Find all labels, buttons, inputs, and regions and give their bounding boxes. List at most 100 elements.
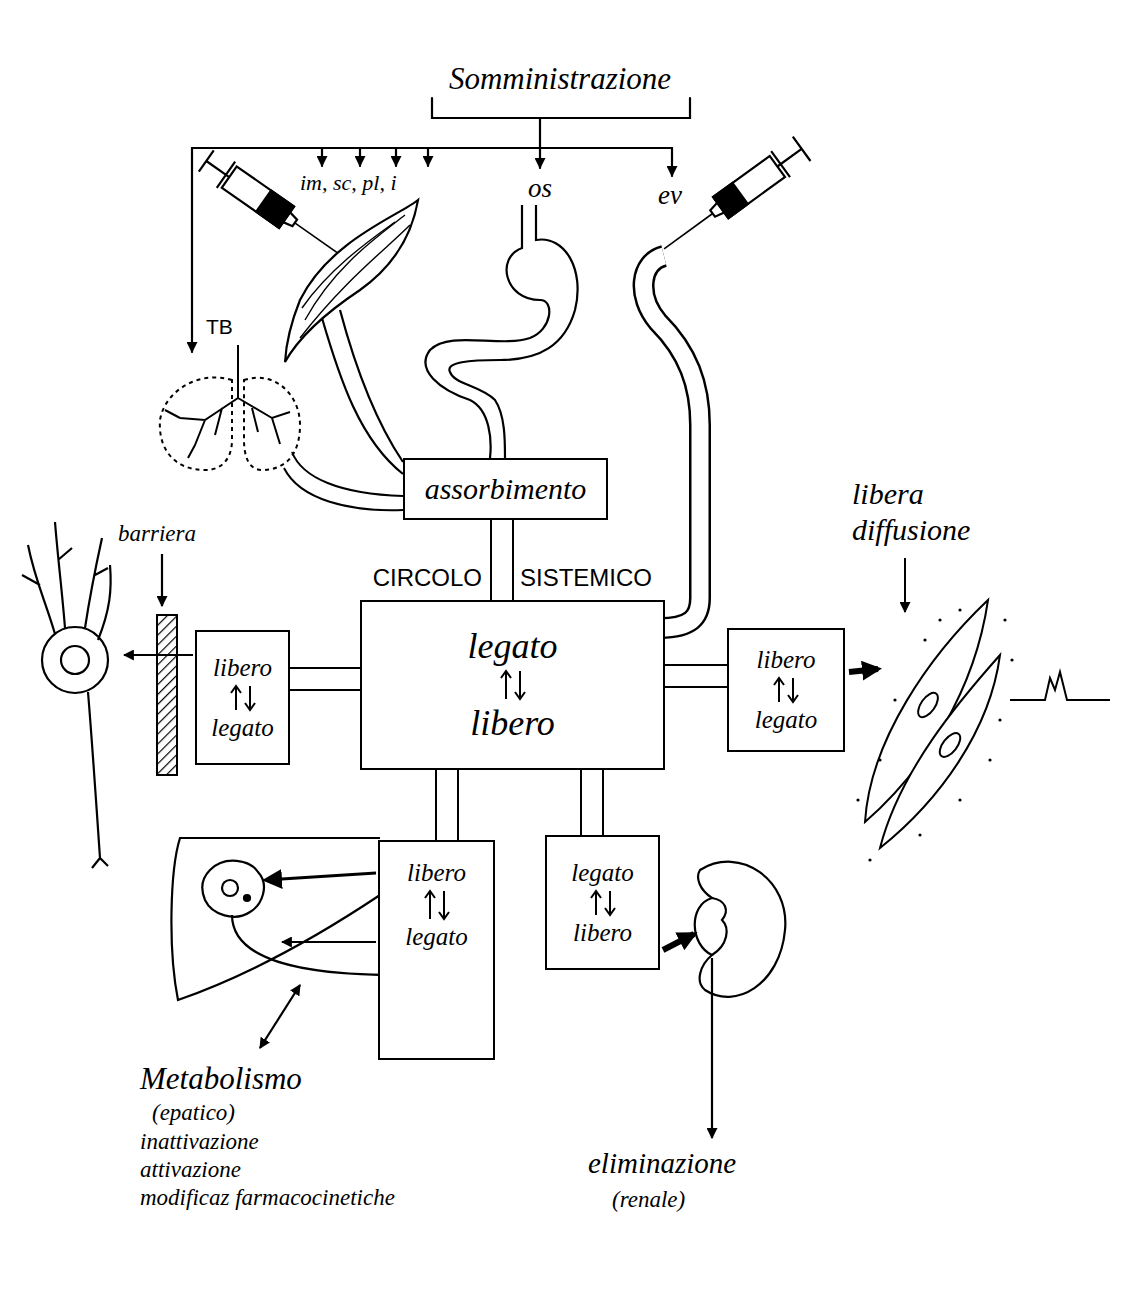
- vessel-lumen: [437, 770, 457, 840]
- box-heading: CIRCOLO: [373, 564, 482, 593]
- route-arrow: [427, 148, 429, 166]
- annotation-label: eliminazione: [588, 1146, 736, 1181]
- neuron-nucleus: [61, 646, 89, 674]
- box-text: legato: [468, 625, 558, 668]
- kidney-outline: [695, 862, 786, 997]
- process-box: libero legato: [378, 840, 495, 1060]
- syringe-fluid: [713, 183, 748, 218]
- box-text: libero: [213, 653, 272, 683]
- muscle: [285, 200, 418, 474]
- dot: [1010, 658, 1013, 661]
- route-arrow: [321, 148, 323, 166]
- box-text: libero: [757, 645, 816, 675]
- liver: [171, 838, 398, 1048]
- dot: [923, 638, 926, 641]
- vessel-wall: [290, 667, 360, 691]
- annotation-label: libera diffusione: [852, 476, 1017, 548]
- signal-trace: [1010, 672, 1110, 700]
- dot: [988, 758, 991, 761]
- arrow-up: [231, 686, 241, 710]
- box-text: libero: [573, 918, 632, 948]
- arrow-up: [774, 678, 784, 702]
- hepatocyte: [202, 861, 264, 917]
- box-text: legato: [571, 858, 634, 888]
- dot: [918, 833, 921, 836]
- vessel-connector: [447, 770, 448, 840]
- renal-pelvis: [712, 898, 727, 955]
- bracket-stem: [539, 118, 541, 148]
- annotation-label: (epatico): [152, 1099, 235, 1127]
- annotation-label: inattivazione: [140, 1128, 259, 1156]
- trachea: [165, 345, 290, 458]
- muscle-fibre: [300, 225, 410, 338]
- neuron: [22, 522, 193, 868]
- uptake-arrow: [282, 941, 376, 943]
- smooth-muscle-cells: [849, 558, 1110, 862]
- vessel-wall: [490, 520, 514, 600]
- syringe-left: [197, 148, 353, 271]
- dot: [856, 798, 859, 801]
- bracket: [432, 98, 690, 118]
- cell-nucleus: [914, 690, 942, 721]
- route-arrow: [671, 148, 673, 176]
- stomach-outline: [449, 205, 577, 458]
- annotation-label: attivazione: [140, 1156, 241, 1184]
- dot: [958, 798, 961, 801]
- arrow-up: [425, 891, 435, 919]
- syringe-barrel: [222, 166, 294, 227]
- diffusion-dots: [856, 608, 1013, 861]
- dot: [893, 698, 896, 701]
- dendrite: [22, 522, 111, 640]
- vessel-lumen: [492, 520, 512, 600]
- metabolism-pointer: [260, 985, 300, 1048]
- muscle-fibre: [302, 222, 395, 308]
- vessel-lumen: [665, 666, 727, 686]
- syringe-plunger: [197, 148, 238, 190]
- thick-arrow: [663, 934, 694, 950]
- box-text: legato: [755, 705, 818, 735]
- vessel: [292, 452, 403, 496]
- dot: [938, 618, 941, 621]
- syringe-fluid: [256, 190, 294, 227]
- return-arrow: [232, 915, 398, 975]
- uptake-arrow: [266, 873, 376, 880]
- vessel: [340, 310, 403, 462]
- diagram-title: Somministrazione: [380, 60, 740, 97]
- box-heading: SISTEMICO: [520, 564, 652, 593]
- vessel-wall: [435, 770, 459, 840]
- route-line: [192, 147, 672, 149]
- vessel-connector: [290, 679, 360, 680]
- equilibrium-arrows: [419, 888, 455, 922]
- ureter: [711, 958, 713, 1138]
- vessel-connector: [592, 770, 593, 835]
- vessel-wall: [580, 770, 604, 835]
- arrow-down: [439, 891, 449, 919]
- process-box: libero legato: [727, 628, 845, 752]
- dot: [998, 718, 1001, 721]
- muscle-fibre: [305, 215, 405, 320]
- route-arrow: [539, 148, 541, 168]
- stomach-outline: [426, 205, 550, 458]
- vessel-connector: [502, 520, 503, 600]
- annotation-label: TB: [206, 314, 233, 339]
- cell: [880, 655, 1000, 848]
- annotation-label: (renale): [612, 1186, 685, 1214]
- box-text: libero: [470, 702, 555, 745]
- box-text: libero: [407, 858, 466, 888]
- vessel: [284, 468, 403, 510]
- box-text: legato: [405, 922, 468, 952]
- annotation-label: ev: [658, 179, 682, 211]
- syringe-needle: [664, 214, 713, 249]
- stomach: [426, 205, 578, 458]
- arrow-down: [788, 678, 798, 702]
- equilibrium-arrows: [768, 675, 804, 705]
- process-box: CIRCOLOSISTEMICOlegatolibero: [360, 600, 665, 770]
- syringe-right: [655, 136, 811, 262]
- annotation-label: barriera: [118, 520, 196, 548]
- cell-nucleus: [936, 730, 964, 761]
- annotation-label: modificaz farmacocinetiche: [140, 1184, 395, 1212]
- granule: [244, 895, 250, 901]
- arrow-down: [605, 891, 615, 915]
- route-arrow: [395, 148, 397, 166]
- arrow-up: [501, 671, 511, 699]
